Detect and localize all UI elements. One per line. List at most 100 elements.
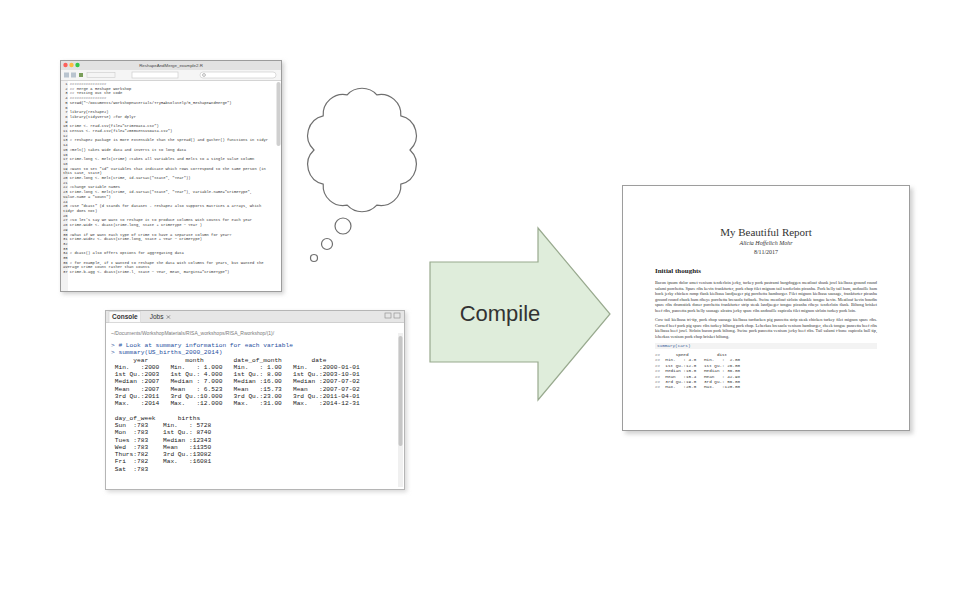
code-line: 26 [61,214,281,219]
thought-bubble [322,239,333,250]
code-line: 35 [61,256,281,261]
search-icon [203,74,206,77]
toolbar [60,70,282,80]
code-line: 30 #what if we want each type of crime t… [61,233,281,238]
console-window: ConsoleJobs~/Documents/WorkshopMaterials… [105,310,405,490]
code-line: 18 [61,162,281,167]
close-light [63,63,67,67]
code-line: 29 [61,228,281,233]
editor-ground [60,60,282,292]
editor-window: ReshapeAndMerge_example2.R 1 ###########… [60,60,282,292]
thought-cloud [308,88,417,211]
report-page: My Beautiful ReportAlicia Hoffelich Mohr… [622,185,910,431]
scroll-thumb [399,336,403,446]
console-output: Min. :2000 Min. : 1.000 Min. : 1.00 Min.… [106,364,404,371]
page-ground [622,185,910,431]
toolbar-icon [64,73,69,78]
code-line: 9 [61,120,281,125]
console-command: > summary(US_births_2000_2014) [106,349,404,356]
code-line: 16 [61,153,281,158]
code-line: 7 library(reshape2) [61,110,281,115]
compile-arrow: Compile [428,226,614,404]
pane-button [394,313,400,318]
toolbar-icon [71,73,76,78]
code-line: 15 #melt() takes wide data and inverts i… [61,148,281,153]
console-output: Mon :783 1st Qu.: 8740 [106,429,404,436]
code-line: 22 #change variable names [61,185,281,190]
console-output: Max. :2014 Max. :12.000 Max. :31.00 Max.… [106,400,404,407]
active-tab [109,312,141,323]
toolbar-icon [79,73,83,77]
body-paragraph: Cow tail kielbasa tri-tip, pork chop sau… [655,317,877,339]
code-line: 33 [61,247,281,252]
code-line: 5 setwd("~/Documents/WorkshopMaterials/T… [61,101,281,106]
tab-rule [105,322,405,323]
console-output: Median :2007 Median : 7.000 Median :16.0… [106,378,404,385]
scroll-track [398,333,403,487]
console-output: Wed :783 Mean :11350 [106,444,404,451]
code-line: 2 ## Merge & Reshape Workshop [61,87,281,92]
console-output: day_of_week births [106,415,404,422]
console-output: Mean :2007 Mean : 6.523 Mean :15.73 Mean… [106,386,404,393]
code-line: 25 #use "dcast" (d stands for dataset - … [61,204,281,213]
code-line: 20 crime.long <- melt(crime, id.vars=c("… [61,176,281,181]
dropdown [132,72,178,78]
code-line: 1 ################ [61,82,281,87]
code-line: 31 crime.wide2 <- dcast(crime.long, Stat… [61,237,281,242]
report-title: My Beautiful Report [655,226,877,239]
code-line: 11 census <- read.csv(file="2000CensusDa… [61,129,281,134]
code-chunk: summary(cars) [655,343,877,349]
body-paragraph: Bacon ipsum dolor amet venison tenderloi… [655,280,877,313]
code-line: 36 # for example, if I wanted to reshape… [61,261,281,270]
report-author: Alicia Hoffelich Mohr [655,239,877,248]
minimize-light [69,63,73,67]
console-output: Fri :782 Max. :16081 [106,458,404,465]
close-stroke [167,315,170,318]
console-output: Thurs:782 3rd Qu.:13082 [106,451,404,458]
code-output: ## Median :15.0 Median : 36.00 [655,368,877,373]
console-output: Sat :783 [106,466,404,473]
console-command: > # Look at summary information for each… [106,342,404,349]
console-output: Sun :783 Min. : 5728 [106,422,404,429]
console-output: 3rd Qu.:2011 3rd Qu.:10.000 3rd Qu.:23.0… [106,393,404,400]
code-output: ## Min. : 4.0 Min. : 2.00 [655,357,877,362]
code-output: ## 3rd Qu.:19.0 3rd Qu.: 56.00 [655,379,877,384]
code-output: ## 1st Qu.:12.0 1st Qu.: 26.00 [655,363,877,368]
pane-button [385,313,391,318]
zoom-light [75,63,79,67]
code-line: 4 ################ [61,96,281,101]
compile-label: Compile [428,301,572,327]
code-line: 34 # dcast() also offers options for agg… [61,251,281,256]
console-output: Tues :783 Median :12343 [106,437,404,444]
code-line: 32 [61,242,281,247]
console-tab: Jobs [150,311,173,323]
file-title: ReshapeAndMerge_example2.R [61,61,281,71]
code-line: 14 [61,143,281,148]
code-line: 21 [61,181,281,186]
thought-bubble [311,255,318,262]
report-date: 8/11/2017 [655,248,877,257]
scrollbar [277,82,281,146]
code-line: 8 library(tidyverse) #for dplyr [61,115,281,120]
console-output: 1st Qu.:2003 1st Qu.: 4.000 1st Qu.: 8.0… [106,371,404,378]
working-path: ~/Documents/WorkshopMaterials/RISA_works… [106,329,404,338]
toolbar-rule [60,80,282,81]
title-bar [60,60,282,70]
code-line: 17 crime.long <- melt(crime) #takes all … [61,157,281,162]
close-icon [167,315,170,318]
code-line: 28 crime.wide <- dcast(crime.long, State… [61,223,281,228]
code-line: 10 crime <- read.csv(file="CrimeData.csv… [61,124,281,129]
code-line: 27 #so let's say we want to reshape it t… [61,218,281,223]
search-box [200,72,276,78]
code-output: ## Max. :25.0 Max. :120.00 [655,384,877,389]
toolbar-button [87,73,115,78]
code-line: 37 crime.b.agg <- dcast(crime.l, State ~… [61,270,281,275]
code-output: ## Mean :15.4 Mean : 42.98 [655,374,877,379]
code-line: 23 crime.long <- melt(crime, id.vars=c("… [61,190,281,199]
code-line: 24 [61,200,281,205]
code-line: 6 [61,106,281,111]
close-stroke [167,315,170,318]
thought-bubble [335,218,351,234]
console-output: year month date_of_month date [106,357,404,364]
section-heading: Initial thoughts [655,267,877,276]
